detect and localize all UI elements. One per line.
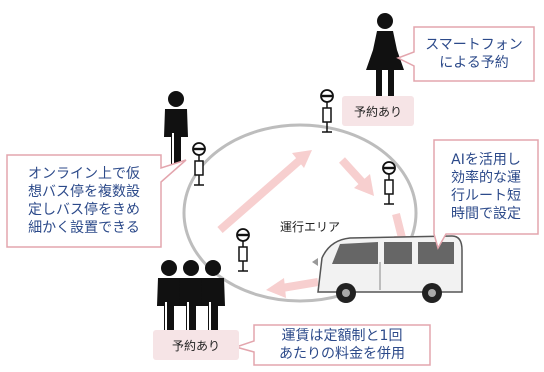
person-icon xyxy=(179,260,203,334)
flow-arrow-down xyxy=(339,157,374,196)
person-icon xyxy=(164,91,188,165)
smartphone-callout-box xyxy=(396,26,535,82)
route-loop xyxy=(182,123,418,303)
fare-callout: 運賃は定額制と1回 あたりの料金を併用 xyxy=(279,327,405,362)
bus-stop-icon xyxy=(382,161,396,205)
flow-arrow-up xyxy=(217,150,312,234)
ai-route-callout-box xyxy=(433,139,539,250)
online-callout-box xyxy=(6,154,187,248)
ai-route-callout: AIを活用し 効率的な運 行ルート短 時間で設定 xyxy=(451,151,521,223)
woman-icon xyxy=(366,13,404,96)
online-callout: オンライン上で仮 想バス停を複数設 定しバス停をきめ 細かく設置できる xyxy=(28,165,140,237)
reservation-badge-bottom: 予約あり xyxy=(153,330,239,360)
service-area-label: 運行エリア xyxy=(280,220,341,234)
bus-stop-icon xyxy=(236,228,250,272)
reservation-badge-top: 予約あり xyxy=(342,96,414,126)
van-icon xyxy=(312,235,463,303)
flow-arrow-left xyxy=(266,278,319,298)
person-icon xyxy=(157,260,181,334)
smartphone-callout: スマートフォン による予約 xyxy=(425,36,523,71)
fare-callout-box xyxy=(233,324,431,366)
person-icon xyxy=(201,260,225,334)
